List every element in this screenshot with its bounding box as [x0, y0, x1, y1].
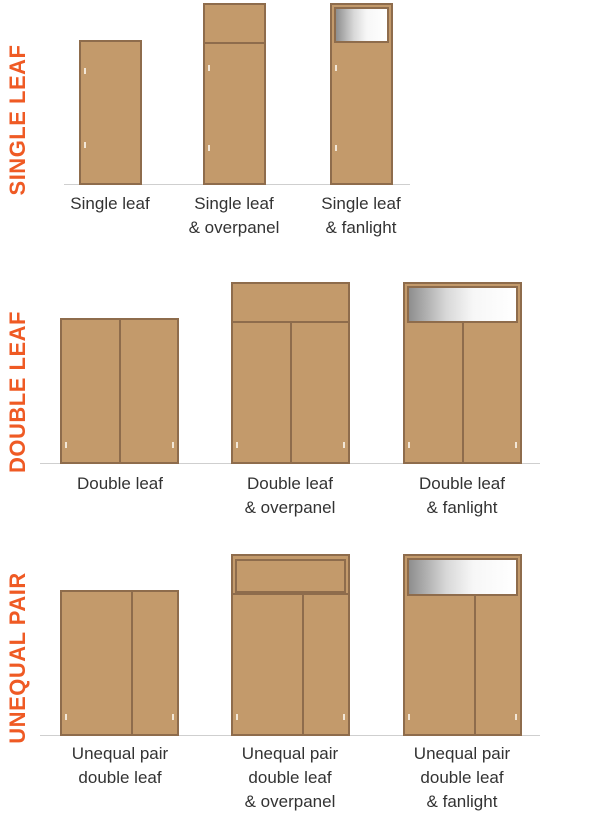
leaf-divider	[302, 595, 304, 734]
fanlight-glass	[334, 7, 389, 43]
hinge	[84, 142, 86, 148]
door-double-leaf-fanlight	[403, 282, 522, 464]
fanlight-glass	[407, 558, 518, 596]
leaf-divider	[290, 323, 292, 462]
door-single-leaf-fanlight	[330, 3, 393, 185]
overpanel-divider	[233, 321, 348, 323]
hinge	[208, 65, 210, 71]
hinge	[65, 714, 67, 720]
hinge	[335, 65, 337, 71]
hinge	[408, 714, 410, 720]
door-unequal-pair-overpanel	[231, 554, 350, 736]
caption-unequal-pair-overpanel: Unequal pair double leaf & overpanel	[241, 744, 339, 811]
overpanel	[235, 559, 346, 593]
section-title: DOUBLE LEAF	[5, 311, 30, 473]
overpanel-divider	[233, 593, 348, 595]
hinge	[208, 145, 210, 151]
overpanel-divider	[205, 42, 264, 44]
hinge	[65, 442, 67, 448]
caption-single-leaf: Single leaf	[70, 194, 150, 213]
hinge	[515, 442, 517, 448]
door-unequal-pair-fanlight	[403, 554, 522, 736]
door-single-leaf-overpanel	[203, 3, 266, 185]
caption-unequal-pair: Unequal pair double leaf	[71, 744, 169, 787]
hinge	[172, 714, 174, 720]
leaf-divider	[131, 592, 133, 734]
door-unequal-pair	[60, 590, 179, 736]
door-double-leaf	[60, 318, 179, 464]
section-title: UNEQUAL PAIR	[5, 572, 30, 744]
leaf-divider	[119, 320, 121, 462]
hinge	[84, 68, 86, 74]
hinge	[236, 714, 238, 720]
door-double-leaf-overpanel	[231, 282, 350, 464]
door-single-leaf	[79, 40, 142, 185]
caption-unequal-pair-fanlight: Unequal pair double leaf & fanlight	[413, 744, 511, 811]
hinge	[172, 442, 174, 448]
hinge	[343, 442, 345, 448]
caption-single-leaf-fanlight: Single leaf & fanlight	[321, 194, 401, 237]
hinge	[408, 442, 410, 448]
hinge	[335, 145, 337, 151]
fanlight-glass	[407, 286, 518, 323]
leaf-divider	[462, 323, 464, 462]
section-title: SINGLE LEAF	[5, 44, 30, 196]
caption-double-leaf: Double leaf	[76, 474, 163, 493]
hinge	[343, 714, 345, 720]
leaf-divider	[474, 596, 476, 734]
caption-single-leaf-overpanel: Single leaf & overpanel	[188, 194, 280, 237]
hinge	[515, 714, 517, 720]
caption-double-leaf-overpanel: Double leaf & overpanel	[244, 474, 336, 517]
hinge	[236, 442, 238, 448]
caption-double-leaf-fanlight: Double leaf & fanlight	[418, 474, 505, 517]
